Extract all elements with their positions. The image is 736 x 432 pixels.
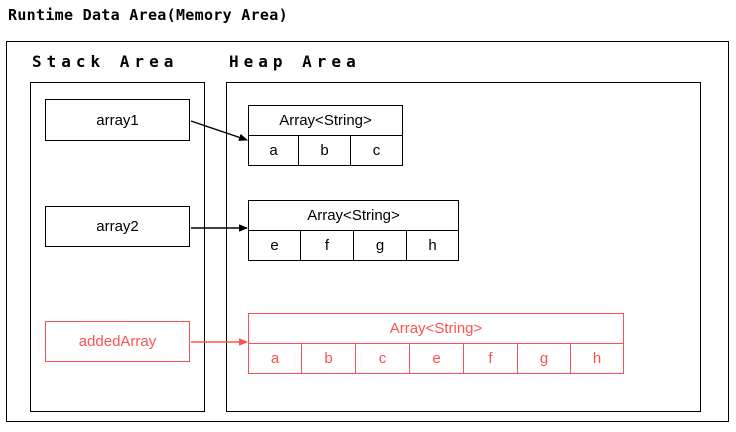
array-cell: h [571,344,624,374]
stack-variable-array2-label: array2 [96,218,139,235]
page-title: Runtime Data Area(Memory Area) [8,6,288,24]
array-cell: f [301,231,354,261]
heap-object-addedarray-cells: a b c e f g h [248,343,624,374]
array-cell: a [248,344,302,374]
array-cell: e [248,231,301,261]
heap-object-array1-type: Array<String> [248,105,403,135]
heap-area-region [226,82,701,412]
heap-object-array1-cells: a b c [248,135,403,166]
stack-variable-array1-label: array1 [96,111,139,129]
array-cell: f [464,344,518,374]
heap-object-array2-cells: e f g h [248,230,459,261]
stack-variable-addedarray[interactable]: addedArray [45,321,190,362]
stack-variable-array2[interactable]: array2 [45,206,190,247]
heap-object-array2[interactable]: Array<String> e f g h [248,200,459,261]
heap-object-array1[interactable]: Array<String> a b c [248,105,403,166]
stack-variable-addedarray-label: addedArray [78,333,157,350]
array-cell: g [518,344,571,374]
array-cell: a [248,136,299,166]
array-cell: b [302,344,356,374]
stack-area-region [30,82,205,412]
array-cell: g [354,231,407,261]
heap-object-addedarray-type: Array<String> [248,313,624,343]
heap-object-addedarray[interactable]: Array<String> a b c e f g h [248,313,624,374]
heap-area-label: Heap Area [229,52,361,71]
stack-area-label: Stack Area [32,52,179,71]
array-cell: e [410,344,464,374]
heap-object-array2-type: Array<String> [248,200,459,230]
array-cell: h [407,231,459,261]
array-cell: c [351,136,403,166]
array-cell: c [356,344,410,374]
array-cell: b [299,136,351,166]
runtime-data-area-frame [6,41,729,422]
stack-variable-array1[interactable]: array1 [45,99,190,141]
